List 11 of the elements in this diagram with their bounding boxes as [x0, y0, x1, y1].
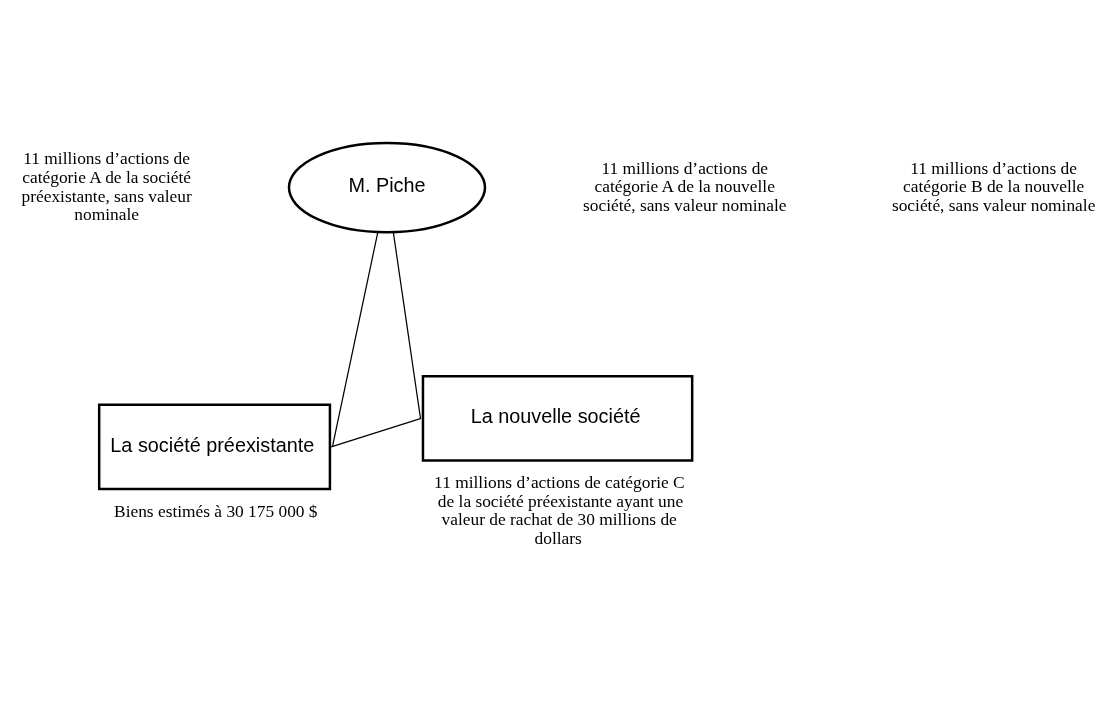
node-box: La nouvelle société — [421, 374, 694, 462]
connector — [331, 232, 379, 448]
node-label: 11 millions d’actions de catégorie C de la société préexistante ayant une valeur de rachat de 30 millions de dollars — [434, 473, 685, 548]
connector — [330, 417, 422, 448]
node-label: Biens estimés à 30 175 000 $ — [114, 501, 318, 521]
label: 11 millions d’actions de catégorie B de la nouvelle société, sans valeur nominale — [891, 158, 1096, 215]
label: 11 millions d’actions de catégorie A de la nouvelle société, sans valeur nominale — [583, 158, 787, 215]
node-box: La société préexistante — [97, 403, 332, 491]
label: 11 millions d’actions de catégorie A de la société préexistante, sans valeur nominale — [21, 149, 192, 225]
connector — [392, 231, 422, 419]
node-ellipse: M. Piche — [287, 141, 487, 234]
